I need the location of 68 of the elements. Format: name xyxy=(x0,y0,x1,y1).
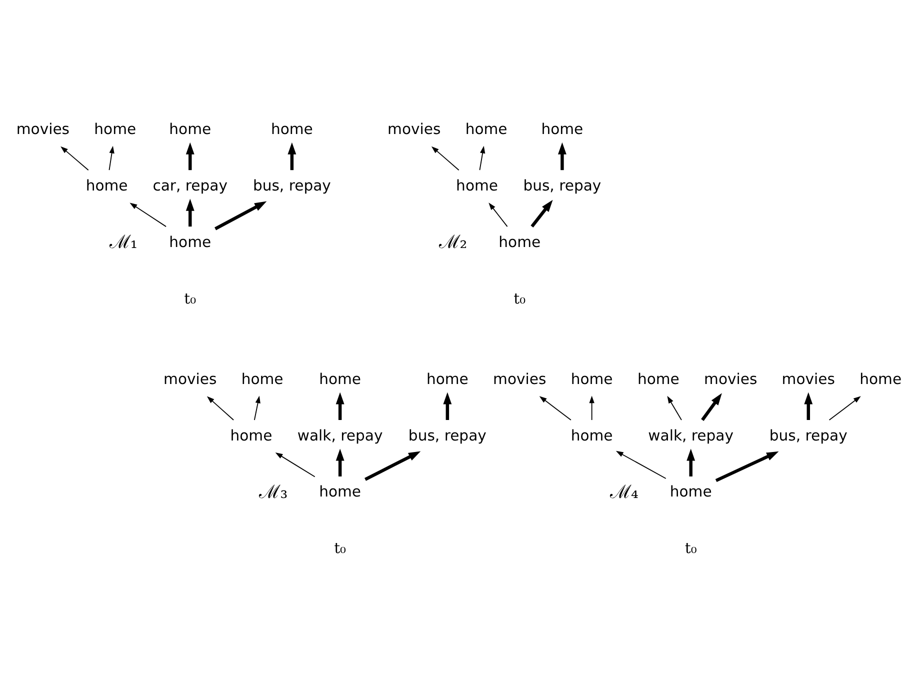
node-text: movies xyxy=(16,120,70,138)
node-label: t₀ xyxy=(684,540,697,557)
arrow xyxy=(60,146,89,170)
arrow xyxy=(686,448,696,476)
node-text: home xyxy=(426,370,468,388)
arrow xyxy=(443,392,452,420)
arrow xyxy=(616,450,666,478)
arrow xyxy=(214,200,267,230)
node-text: movies xyxy=(388,120,441,138)
node-text: home xyxy=(541,120,584,138)
label: ℳ₂ xyxy=(438,231,468,252)
arrow xyxy=(479,145,486,170)
node-text: home xyxy=(241,370,284,388)
arrow xyxy=(804,392,813,420)
node-text: home xyxy=(319,370,362,388)
node-text: home xyxy=(94,120,136,138)
node-label: t₀ xyxy=(184,290,196,307)
node-text: car, repay xyxy=(152,176,228,194)
arrow xyxy=(539,396,572,420)
arrow xyxy=(364,450,421,480)
node-text: home xyxy=(670,483,712,500)
arrow xyxy=(715,450,779,482)
arrow xyxy=(336,448,344,476)
arrow xyxy=(530,199,553,228)
arrow xyxy=(206,396,234,420)
arrow xyxy=(130,202,166,227)
arrow xyxy=(828,396,861,420)
node-text: movies xyxy=(164,370,217,388)
node-text: home xyxy=(86,176,128,194)
arrow xyxy=(589,395,594,420)
node-text: home xyxy=(570,370,613,388)
node-text: home xyxy=(860,370,902,388)
label: ℳ₃ xyxy=(259,481,288,502)
node-text: bus, repay xyxy=(408,426,486,444)
node-text: walk, repay xyxy=(297,426,383,444)
node-text: movies xyxy=(704,370,758,388)
node-text: home xyxy=(498,233,541,250)
node-label: t₀ xyxy=(334,540,346,557)
arrow xyxy=(667,395,682,420)
node-text: home xyxy=(319,483,362,500)
node-text: bus, repay xyxy=(252,176,331,194)
arrow xyxy=(488,202,508,227)
node-text: home xyxy=(270,120,313,138)
node-text: home xyxy=(637,370,680,388)
arrow xyxy=(288,142,296,170)
node-text: home xyxy=(456,176,498,194)
node-text: home xyxy=(230,426,272,444)
node-text: home xyxy=(465,120,508,138)
node-text: bus, repay xyxy=(523,176,602,194)
label: ℳ₁ xyxy=(109,231,138,252)
label: ℳ₄ xyxy=(610,481,638,502)
node-text: home xyxy=(169,233,212,250)
arrow xyxy=(254,395,260,420)
node-text: home xyxy=(169,120,212,138)
node-text: home xyxy=(570,426,613,444)
arrow xyxy=(186,198,194,226)
arrow xyxy=(275,452,316,477)
node-text: movies xyxy=(493,370,546,388)
node-label: t₀ xyxy=(514,290,526,307)
arrow xyxy=(431,146,460,170)
node-text: bus, repay xyxy=(769,426,848,444)
node-text: movies xyxy=(782,370,835,388)
arrow xyxy=(186,142,194,170)
arrow xyxy=(558,142,566,170)
arrow xyxy=(701,392,722,420)
arrow xyxy=(108,145,114,170)
arrow xyxy=(336,392,344,420)
node-text: walk, repay xyxy=(648,426,734,444)
